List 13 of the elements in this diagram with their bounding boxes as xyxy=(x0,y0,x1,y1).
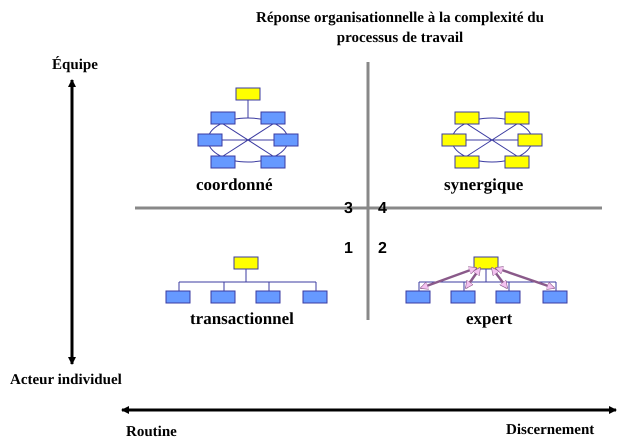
quadrant-label: coordonné xyxy=(196,176,272,193)
quadrant-label: synergique xyxy=(444,176,524,193)
quadrant-label: expert xyxy=(466,310,512,327)
quadrant-number: 2 xyxy=(378,241,387,257)
quadrant-label: transactionnel xyxy=(190,310,294,327)
axis-label: Acteur individuel xyxy=(10,373,122,388)
quadrant-number: 4 xyxy=(378,201,387,217)
quadrant-number: 3 xyxy=(344,201,353,217)
diagram-title: Réponse organisationnelle à la complexité du processus de travail xyxy=(255,9,545,48)
axis-label: Discernement xyxy=(506,423,594,438)
quadrant-number: 1 xyxy=(344,241,353,257)
axis-label: Équipe xyxy=(52,58,98,73)
axis-label: Routine xyxy=(126,425,177,440)
